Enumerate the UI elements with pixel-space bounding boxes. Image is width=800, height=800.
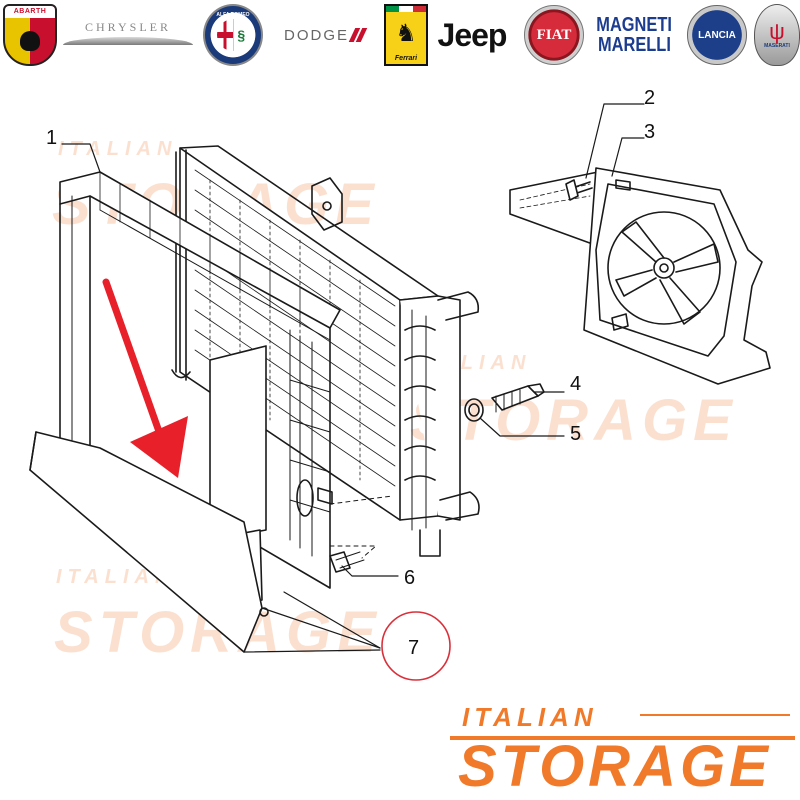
brand-italian-text: ITALIAN	[462, 702, 598, 732]
abarth-label: ABARTH	[5, 6, 55, 18]
callout-2: 2	[644, 87, 655, 109]
jeep-logo: Jeep	[430, 4, 514, 66]
scorpion-icon	[20, 31, 40, 51]
ferrari-label: Ferrari	[394, 55, 418, 62]
mounting-bolt	[329, 495, 393, 573]
deflector-panel	[29, 345, 269, 653]
callout-1: 1	[46, 127, 57, 149]
alfa-romeo-label: ALFA ROMEO	[216, 12, 250, 18]
callout-7: 7	[408, 637, 419, 659]
leader-lines	[61, 103, 645, 653]
chrysler-wing-icon	[63, 37, 193, 45]
chrysler-logo: CHRYSLER	[62, 4, 194, 66]
callout-7-highlight-circle	[381, 611, 451, 681]
sealing-gasket	[464, 398, 484, 422]
alfa-romeo-logo: ALFA ROMEO §	[203, 4, 263, 66]
dodge-label: DODGE	[283, 26, 349, 44]
marelli-label: MARELLI	[597, 34, 671, 56]
magneti-marelli-logo: MAGNETI MARELLI	[586, 4, 682, 66]
biscione-icon: §	[233, 19, 249, 51]
chrysler-label: CHRYSLER	[84, 20, 171, 34]
magneti-label: MAGNETI	[596, 14, 672, 36]
brand-logo-strip: ABARTH CHRYSLER ALFA ROMEO § DODGE ♞ F	[0, 0, 800, 72]
callout-6: 6	[404, 567, 415, 589]
trident-icon: ψ	[769, 19, 785, 44]
brand-storage-text: STORAGE	[458, 734, 772, 799]
cooling-fan-assembly	[509, 167, 771, 385]
cross-icon	[217, 19, 234, 51]
callout-4: 4	[570, 373, 581, 395]
thermal-switch	[491, 383, 545, 413]
dodge-logo: DODGE	[270, 4, 378, 66]
brand-rule-top	[640, 714, 790, 716]
italian-storage-logo: ITALIAN STORAGE	[450, 700, 795, 796]
lancia-logo: LANCIA	[686, 4, 748, 66]
fiat-logo: FIAT	[524, 4, 584, 66]
jeep-label: Jeep	[437, 16, 508, 53]
lancia-label: LANCIA	[698, 29, 736, 41]
abarth-logo: ABARTH	[2, 4, 58, 66]
ferrari-logo: ♞ Ferrari	[384, 4, 428, 66]
maserati-logo: ψ MASERATI	[754, 4, 800, 66]
prancing-horse-icon: ♞	[395, 20, 417, 47]
brand-rule-main	[450, 736, 795, 740]
fiat-label: FIAT	[536, 26, 572, 43]
fan-screw	[565, 179, 593, 201]
callout-5: 5	[570, 423, 581, 445]
highlight-arrow	[102, 278, 188, 478]
callout-3: 3	[644, 121, 655, 143]
maserati-label: MASERATI	[764, 43, 790, 49]
